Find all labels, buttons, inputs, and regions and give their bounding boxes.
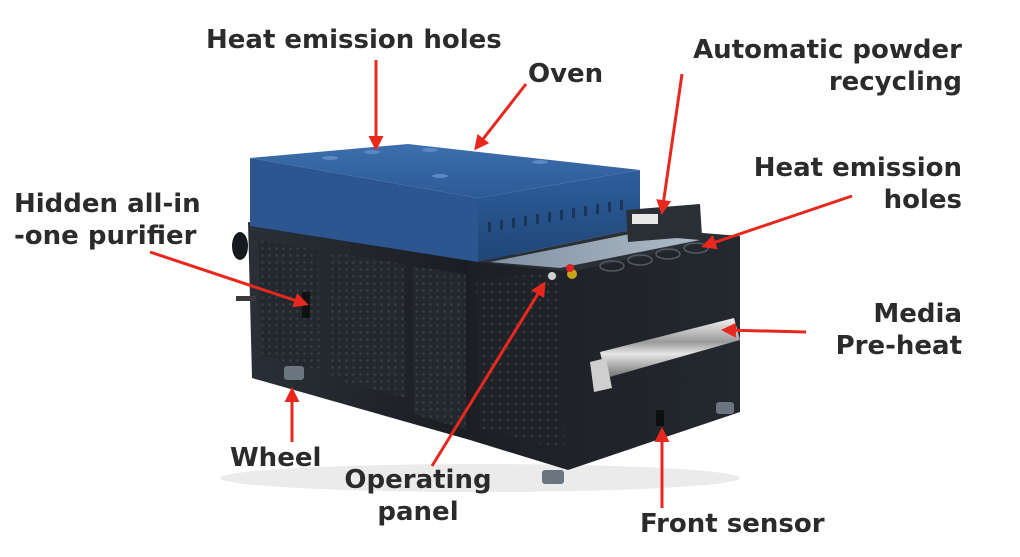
label-purifier: Hidden all-in -one purifier (14, 188, 201, 252)
powder-tray (490, 234, 700, 268)
label-heat-emission-top: Heat emission holes (206, 24, 502, 56)
label-oven-text: Oven (528, 59, 604, 89)
label-operating-line1: Operating (344, 465, 492, 495)
oven-vent-slots (488, 200, 623, 232)
arrow-operating-panel (430, 281, 546, 467)
label-heat-emission-right-line2: holes (883, 185, 962, 215)
label-media-line1: Media (873, 299, 962, 329)
recycling-box-label (632, 214, 658, 224)
oven-top-vents (322, 148, 548, 178)
left-perforated-panel-2 (328, 252, 406, 398)
label-operating-line2: panel (377, 497, 459, 527)
front-perforated-panel (476, 272, 564, 450)
oven-top (250, 144, 640, 198)
arrow-powder-recycling (656, 73, 684, 215)
panel-button-gray (548, 272, 556, 280)
label-heat-emission-right-line1: Heat emission (753, 153, 962, 183)
floor-shadow (220, 464, 740, 492)
arrow-media (721, 322, 807, 338)
label-front-sensor: Front sensor (640, 508, 825, 540)
label-media-preheat: Media Pre-heat (836, 298, 962, 362)
front-sensor (656, 410, 664, 426)
label-media-line2: Pre-heat (835, 331, 962, 361)
media-guide (590, 358, 612, 392)
panel-emergency-stop (566, 264, 574, 272)
side-lever (236, 296, 256, 301)
wheel-front (542, 470, 564, 484)
label-wheel: Wheel (230, 442, 321, 474)
powder-recycling-box (626, 204, 702, 242)
media-preheat-roller (600, 318, 740, 378)
label-purifier-line2: -one purifier (14, 221, 197, 251)
side-knob (232, 232, 248, 260)
label-oven: Oven (528, 58, 603, 90)
label-auto-powder-line1: Automatic powder (693, 35, 962, 65)
label-wheel-text: Wheel (230, 443, 322, 473)
oven-left-face (250, 158, 478, 262)
label-front-sensor-text: Front sensor (640, 509, 825, 539)
label-heat-emission-top-text: Heat emission holes (206, 25, 502, 55)
label-heat-emission-right: Heat emission holes (754, 152, 962, 216)
left-perforated-panel-1 (258, 240, 320, 370)
callout-arrows (149, 60, 853, 508)
arrow-heat-right (701, 194, 853, 250)
label-operating-panel: Operating panel (338, 464, 498, 528)
label-auto-powder-recycling: Automatic powder recycling (693, 34, 962, 98)
cabinet-handle (302, 292, 310, 318)
wheel-left (284, 366, 304, 380)
arrow-oven (474, 83, 528, 151)
label-auto-powder-line2: recycling (828, 67, 962, 97)
arrow-purifier (149, 250, 309, 308)
oven-front-face (478, 170, 640, 262)
wheel-right (716, 402, 734, 414)
label-purifier-line1: Hidden all-in (14, 189, 201, 219)
left-perforated-panel-3 (412, 266, 466, 430)
